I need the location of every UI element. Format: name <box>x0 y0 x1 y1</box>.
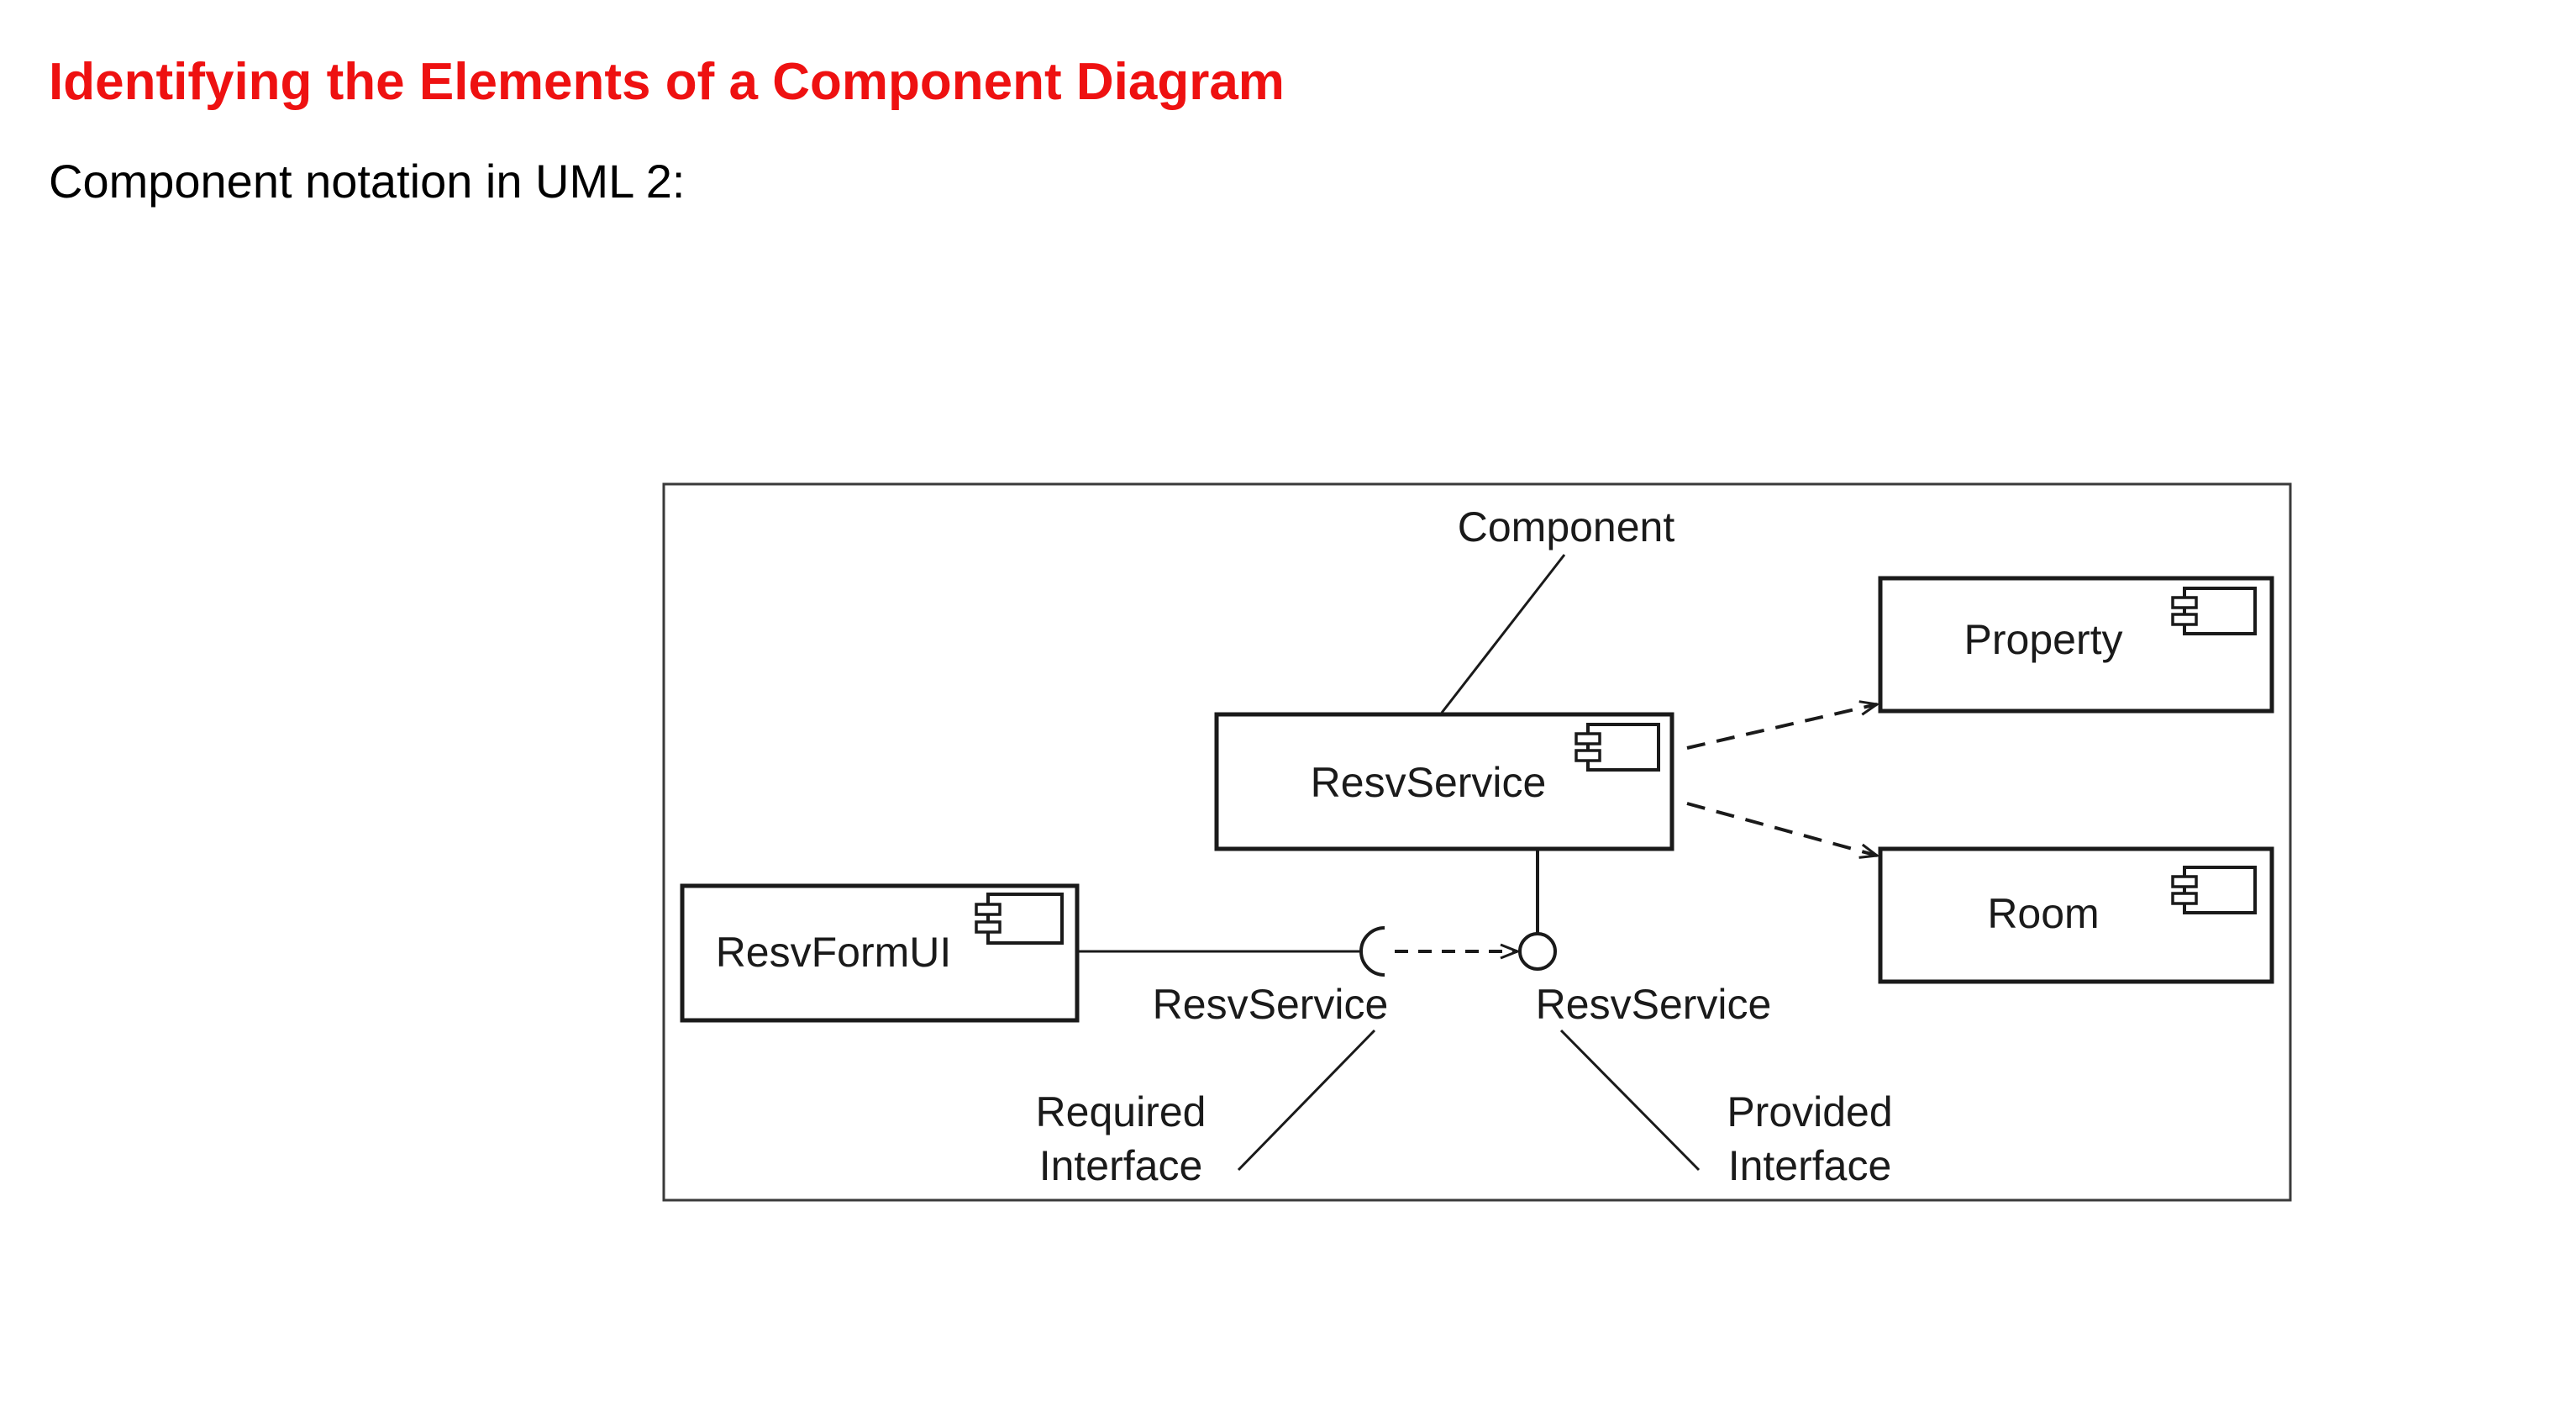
annotation-required-line1: Required <box>1036 1088 1207 1135</box>
annotation-required-line2: Interface <box>1039 1142 1203 1189</box>
annotation-component: Component <box>1458 503 1675 550</box>
component-resv-service: ResvService <box>1214 712 1674 851</box>
component-property: Property <box>1878 576 2274 714</box>
page-title: Identifying the Elements of a Component … <box>49 53 1285 111</box>
annotation-required-leader <box>1237 1029 1376 1172</box>
component-room-label: Room <box>1987 890 2099 937</box>
provided-interface-ball <box>1518 932 1557 971</box>
annotation-provided-line1: Provided <box>1727 1088 1892 1135</box>
component-resv-form-ui: ResvFormUI <box>680 883 1080 1023</box>
required-interface-name: ResvService <box>1153 981 1389 1028</box>
component-resv-service-label: ResvService <box>1311 759 1547 806</box>
dependency-arrow-property <box>1686 704 1877 750</box>
dependency-arrow-room <box>1686 802 1877 856</box>
uml-component-icon <box>2171 866 2257 914</box>
required-interface-socket <box>1359 926 1385 977</box>
annotation-provided-leader <box>1559 1029 1701 1172</box>
provided-interface-name: ResvService <box>1536 981 1772 1028</box>
uml-component-icon <box>2171 587 2257 635</box>
component-property-label: Property <box>1964 616 2123 663</box>
uml-component-icon <box>975 893 1064 945</box>
component-resv-form-ui-label: ResvFormUI <box>716 929 952 976</box>
annotation-provided-line2: Interface <box>1728 1142 1892 1189</box>
component-room: Room <box>1878 846 2274 984</box>
annotation-component-leader <box>1440 554 1566 714</box>
page-subtitle: Component notation in UML 2: <box>49 155 686 208</box>
uml-component-icon <box>1575 723 1660 772</box>
